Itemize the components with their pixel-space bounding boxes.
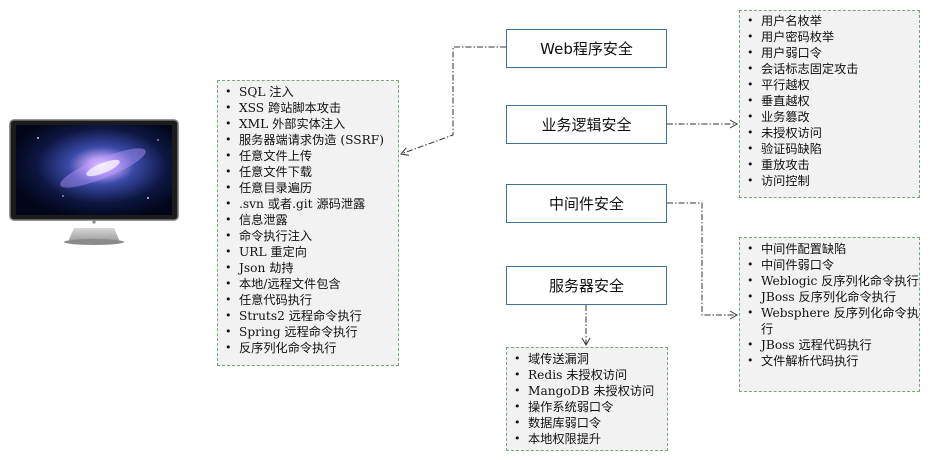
list-item: Redis 未授权访问 <box>507 367 667 383</box>
list-item: JBoss 远程代码执行 <box>740 337 919 353</box>
list-item: URL 重定向 <box>218 244 398 260</box>
connector-middleware <box>667 202 739 320</box>
list-item: 平行越权 <box>740 77 919 93</box>
list-item: 重放攻击 <box>740 157 919 173</box>
list-item: 会话标志固定攻击 <box>740 61 919 77</box>
list-item: .svn 或者.git 源码泄露 <box>218 196 398 212</box>
list-item: JBoss 反序列化命令执行 <box>740 289 919 305</box>
list-item: Websphere 反序列化命令执行 <box>740 305 919 337</box>
server-vuln-box: 域传送漏洞Redis 未授权访问MangoDB 未授权访问操作系统弱口令数据库弱… <box>506 347 668 451</box>
list-item: XSS 跨站脚本攻击 <box>218 100 398 116</box>
list-item: 任意文件下载 <box>218 164 398 180</box>
list-item: 任意代码执行 <box>218 292 398 308</box>
list-item: 任意文件上传 <box>218 148 398 164</box>
list-item: Spring 远程命令执行 <box>218 324 398 340</box>
connector-web <box>400 46 506 156</box>
middleware-vuln-box: 中间件配置缺陷中间件弱口令Weblogic 反序列化命令执行JBoss 反序列化… <box>739 237 920 392</box>
logic-vuln-list: 用户名枚举用户密码枚举用户弱口令会话标志固定攻击平行越权垂直越权业务篡改未授权访… <box>740 13 919 189</box>
list-item: 本地/远程文件包含 <box>218 276 398 292</box>
list-item: 未授权访问 <box>740 125 919 141</box>
list-item: 用户弱口令 <box>740 45 919 61</box>
list-item: 用户密码枚举 <box>740 29 919 45</box>
logic-vuln-box: 用户名枚举用户密码枚举用户弱口令会话标志固定攻击平行越权垂直越权业务篡改未授权访… <box>739 10 920 198</box>
list-item: 域传送漏洞 <box>507 351 667 367</box>
category-middleware: 中间件安全 <box>506 184 667 223</box>
server-vuln-list: 域传送漏洞Redis 未授权访问MangoDB 未授权访问操作系统弱口令数据库弱… <box>507 351 667 447</box>
list-item: 服务器端请求伪造 (SSRF) <box>218 132 398 148</box>
list-item: 信息泄露 <box>218 212 398 228</box>
list-item: Weblogic 反序列化命令执行 <box>740 273 919 289</box>
list-item: 数据库弱口令 <box>507 415 667 431</box>
list-item: Json 劫持 <box>218 260 398 276</box>
list-item: 业务篡改 <box>740 109 919 125</box>
list-item: 命令执行注入 <box>218 228 398 244</box>
desktop-monitor-icon <box>9 119 179 245</box>
list-item: 文件解析代码执行 <box>740 353 919 369</box>
category-server: 服务器安全 <box>506 266 667 305</box>
web-vuln-box: SQL 注入XSS 跨站脚本攻击XML 外部实体注入服务器端请求伪造 (SSRF… <box>217 80 399 366</box>
middleware-vuln-list: 中间件配置缺陷中间件弱口令Weblogic 反序列化命令执行JBoss 反序列化… <box>740 241 919 369</box>
list-item: 中间件弱口令 <box>740 257 919 273</box>
list-item: 访问控制 <box>740 173 919 189</box>
list-item: Struts2 远程命令执行 <box>218 308 398 324</box>
list-item: 验证码缺陷 <box>740 141 919 157</box>
list-item: 垂直越权 <box>740 93 919 109</box>
web-vuln-list: SQL 注入XSS 跨站脚本攻击XML 外部实体注入服务器端请求伪造 (SSRF… <box>218 84 398 356</box>
list-item: MangoDB 未授权访问 <box>507 383 667 399</box>
list-item: 反序列化命令执行 <box>218 340 398 356</box>
list-item: XML 外部实体注入 <box>218 116 398 132</box>
list-item: 本地权限提升 <box>507 431 667 447</box>
list-item: 任意目录遍历 <box>218 180 398 196</box>
list-item: SQL 注入 <box>218 84 398 100</box>
category-web: Web程序安全 <box>506 29 667 68</box>
list-item: 操作系统弱口令 <box>507 399 667 415</box>
category-logic: 业务逻辑安全 <box>506 105 667 144</box>
list-item: 用户名枚举 <box>740 13 919 29</box>
list-item: 中间件配置缺陷 <box>740 241 919 257</box>
